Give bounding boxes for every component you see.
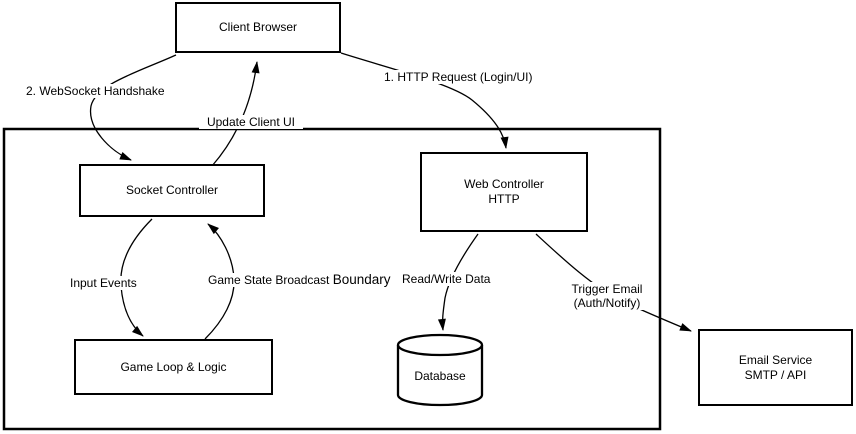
edge-label-http-request: 1. HTTP Request (Login/UI) (382, 70, 535, 84)
boundary-label: Boundary (332, 272, 391, 287)
node-web-controller-label-line2: HTTP (488, 192, 520, 206)
edge-label-trigger-email-line1: Trigger Email (571, 282, 643, 296)
edge-update-client-ui (211, 61, 260, 167)
edge-read-write-data (437, 233, 479, 331)
edge-label-update-client-ui: Update Client UI (199, 115, 303, 129)
node-email-service: Email Service SMTP / API (698, 329, 853, 406)
node-web-controller: Web Controller HTTP (420, 152, 588, 232)
database-cylinder (396, 333, 484, 407)
edge-label-trigger-email-line2: (Auth/Notify) (573, 296, 641, 310)
node-client-browser-label: Client Browser (218, 20, 298, 34)
edge-label-game-state-broadcast: Game State Broadcast Boundary (206, 273, 393, 287)
node-email-service-label-line2: SMTP / API (744, 367, 807, 382)
node-client-browser: Client Browser (175, 2, 341, 53)
edge-label-websocket-handshake: 2. WebSocket Handshake (24, 84, 167, 98)
edge-http-request (340, 52, 509, 149)
node-socket-controller-label: Socket Controller (125, 183, 219, 197)
node-game-loop-logic: Game Loop & Logic (74, 339, 273, 395)
system-boundary (2, 127, 662, 431)
node-web-controller-label-line1: Web Controller (464, 177, 544, 191)
node-email-service-label-line1: Email Service (738, 352, 813, 367)
edge-label-input-events: Input Events (68, 276, 139, 290)
edge-label-game-state-broadcast-text: Game State Broadcast (208, 273, 330, 287)
edge-label-trigger-email: Trigger Email (Auth/Notify) (566, 282, 648, 310)
edge-websocket-handshake (89, 54, 177, 161)
node-game-loop-logic-label: Game Loop & Logic (120, 359, 227, 374)
node-socket-controller: Socket Controller (79, 164, 265, 217)
node-database-label: Database (414, 369, 466, 383)
edge-label-read-write-data: Read/Write Data (400, 272, 493, 286)
